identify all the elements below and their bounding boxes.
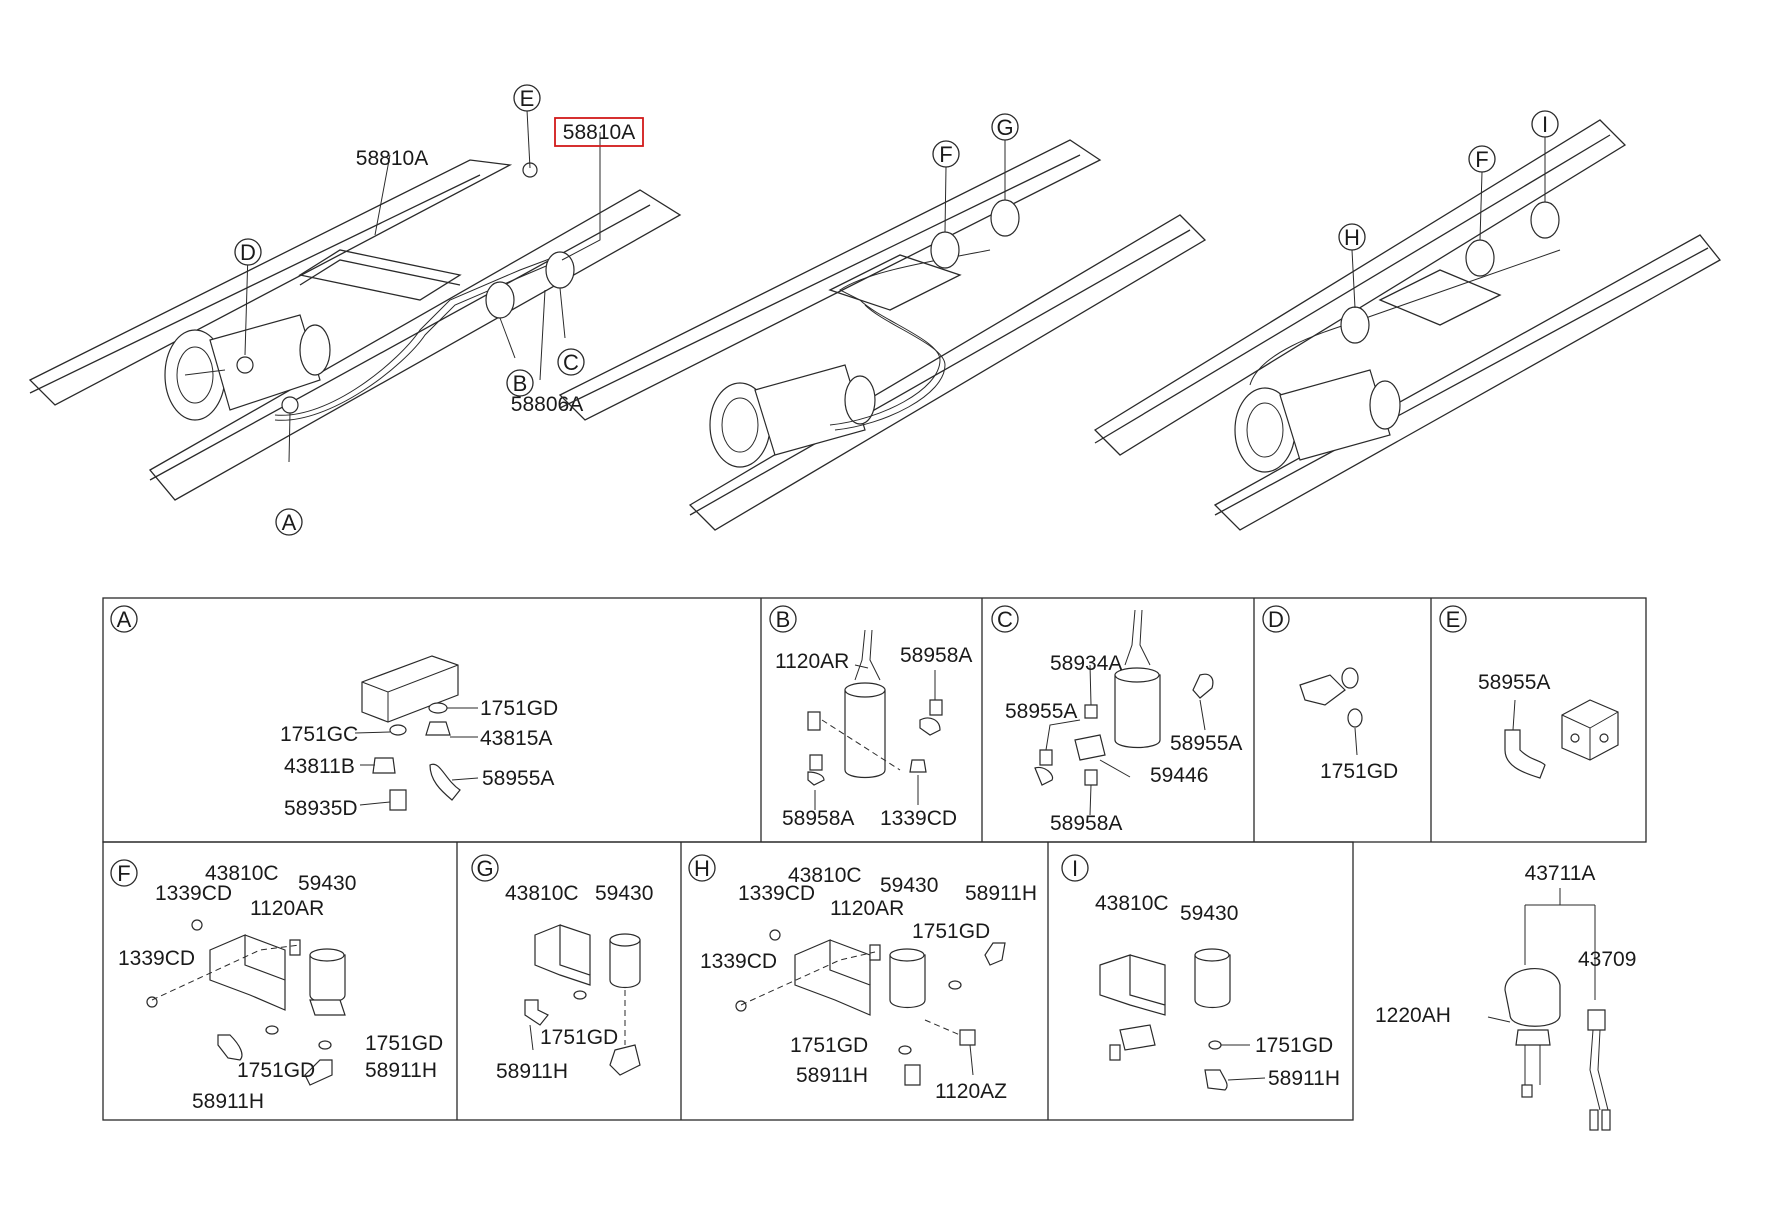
callout-f-letter: F — [1475, 147, 1488, 172]
panel-a-letter: A — [117, 607, 132, 632]
overview-middle: F G — [558, 113, 1207, 531]
ref-label-58810a[interactable]: 58810A — [356, 147, 428, 170]
callout-h-letter: H — [1344, 225, 1360, 250]
part-label[interactable]: 43810C — [788, 864, 862, 887]
part-label[interactable]: 43811B — [284, 755, 355, 778]
part-label[interactable]: 58955A — [1170, 732, 1242, 755]
part-label[interactable]: 1339CD — [155, 882, 232, 905]
part-label[interactable]: 58911H — [192, 1090, 264, 1113]
callout-a-top[interactable]: A — [275, 508, 303, 536]
part-label[interactable]: 1751GD — [790, 1034, 868, 1057]
part-label[interactable]: 1120AZ — [935, 1080, 1007, 1103]
panel-e-letter: E — [1446, 607, 1461, 632]
panel-a: A 1751GD 1751GC 43815A 43811B 58955A 589… — [110, 605, 558, 820]
part-label[interactable]: 59430 — [298, 872, 356, 895]
callout-c-letter: C — [563, 350, 579, 375]
part-label[interactable]: 59430 — [1180, 902, 1238, 925]
callout-b-letter: B — [513, 371, 528, 396]
callout-f-middle[interactable]: F — [932, 140, 960, 168]
part-label[interactable]: 58935D — [284, 797, 358, 820]
overview-left: E D A B C 58810A 58810A 58806A — [28, 84, 682, 536]
part-label[interactable]: 59430 — [880, 874, 938, 897]
detail-grid — [102, 597, 1647, 1121]
part-label[interactable]: 59430 — [595, 882, 653, 905]
part-label[interactable]: 1751GC — [280, 723, 358, 746]
overview-right: H F I — [1093, 110, 1721, 531]
callout-d-top[interactable]: D — [234, 238, 262, 266]
panel-f: F 43810C 59430 1339CD 1120AR 1339CD 1751… — [110, 859, 443, 1113]
part-label[interactable]: 58955A — [1005, 700, 1077, 723]
part-label[interactable]: 1339CD — [700, 950, 777, 973]
part-label[interactable]: 1751GD — [540, 1026, 618, 1049]
part-label[interactable]: 58955A — [482, 767, 554, 790]
part-label[interactable]: 1751GD — [480, 697, 558, 720]
panel-c: C 58934A 58955A 58955A 59446 58958A — [991, 605, 1242, 835]
part-label[interactable]: 1751GD — [365, 1032, 443, 1055]
part-label[interactable]: 1220AH — [1375, 1004, 1451, 1027]
part-label[interactable]: 43815A — [480, 727, 552, 750]
callout-c-top[interactable]: C — [557, 348, 585, 376]
part-label[interactable]: 58911H — [365, 1059, 437, 1082]
panel-i-letter: I — [1072, 856, 1078, 881]
part-label[interactable]: 1120AR — [830, 897, 904, 920]
panel-f-letter: F — [117, 861, 130, 886]
part-label[interactable]: 1751GD — [912, 920, 990, 943]
part-label[interactable]: 58911H — [796, 1064, 868, 1087]
panel-e: E 58955A — [1439, 605, 1619, 779]
panel-g: G 43810C 59430 1751GD 58911H — [471, 854, 653, 1083]
part-label[interactable]: 43810C — [505, 882, 579, 905]
part-label[interactable]: 1339CD — [880, 807, 957, 830]
panel-c-letter: C — [997, 607, 1013, 632]
panel-b-letter: B — [776, 607, 791, 632]
panel-d: D 1751GD — [1262, 605, 1398, 783]
panel-h-letter: H — [694, 856, 710, 881]
panel-j: 43711A 43709 1220AH — [1375, 862, 1636, 1131]
panel-h: H 43810C 59430 1339CD 1120AR 58911H 1751… — [688, 854, 1037, 1103]
part-label[interactable]: 58958A — [1050, 812, 1122, 835]
callout-i-right[interactable]: I — [1531, 110, 1559, 138]
part-label[interactable]: 43711A — [1525, 862, 1596, 885]
part-label[interactable]: 58934A — [1050, 652, 1122, 675]
part-label[interactable]: 58911H — [965, 882, 1037, 905]
part-label[interactable]: 1339CD — [738, 882, 815, 905]
callout-f-letter: F — [939, 142, 952, 167]
callout-g-middle[interactable]: G — [991, 113, 1019, 141]
part-label[interactable]: 1339CD — [118, 947, 195, 970]
part-label[interactable]: 58955A — [1478, 671, 1550, 694]
panel-b: B 1120AR 58958A 58958A 1339CD — [769, 605, 972, 830]
part-label[interactable]: 58911H — [1268, 1067, 1340, 1090]
callout-g-letter: G — [996, 115, 1013, 140]
callout-e-letter: E — [520, 86, 535, 111]
callout-i-letter: I — [1542, 112, 1548, 137]
callout-a-letter: A — [282, 510, 297, 535]
callout-d-letter: D — [240, 240, 256, 265]
part-label[interactable]: 43709 — [1578, 948, 1636, 971]
part-label[interactable]: 58958A — [900, 644, 972, 667]
part-label[interactable]: 43810C — [1095, 892, 1169, 915]
callout-b-top[interactable]: B — [506, 369, 534, 397]
callout-f-right[interactable]: F — [1468, 145, 1496, 173]
callout-h-right[interactable]: H — [1338, 223, 1366, 251]
part-label[interactable]: 1751GD — [237, 1059, 315, 1082]
part-label[interactable]: 1120AR — [775, 650, 849, 673]
part-label[interactable]: 1751GD — [1255, 1034, 1333, 1057]
ref-label-58806a[interactable]: 58806A — [511, 393, 583, 416]
part-label[interactable]: 58911H — [496, 1060, 568, 1083]
panel-d-letter: D — [1268, 607, 1284, 632]
part-label[interactable]: 58958A — [782, 807, 854, 830]
panel-g-letter: G — [476, 856, 493, 881]
ref-label-58810a-highlighted[interactable]: 58810A — [563, 121, 635, 144]
part-label[interactable]: 59446 — [1150, 764, 1208, 787]
part-label[interactable]: 1751GD — [1320, 760, 1398, 783]
part-label[interactable]: 43810C — [205, 862, 279, 885]
part-label[interactable]: 1120AR — [250, 897, 324, 920]
highlight-box — [554, 117, 644, 147]
panel-i: I 43810C 59430 1751GD 58911H — [1061, 854, 1340, 1091]
callout-e-top[interactable]: E — [513, 84, 541, 112]
